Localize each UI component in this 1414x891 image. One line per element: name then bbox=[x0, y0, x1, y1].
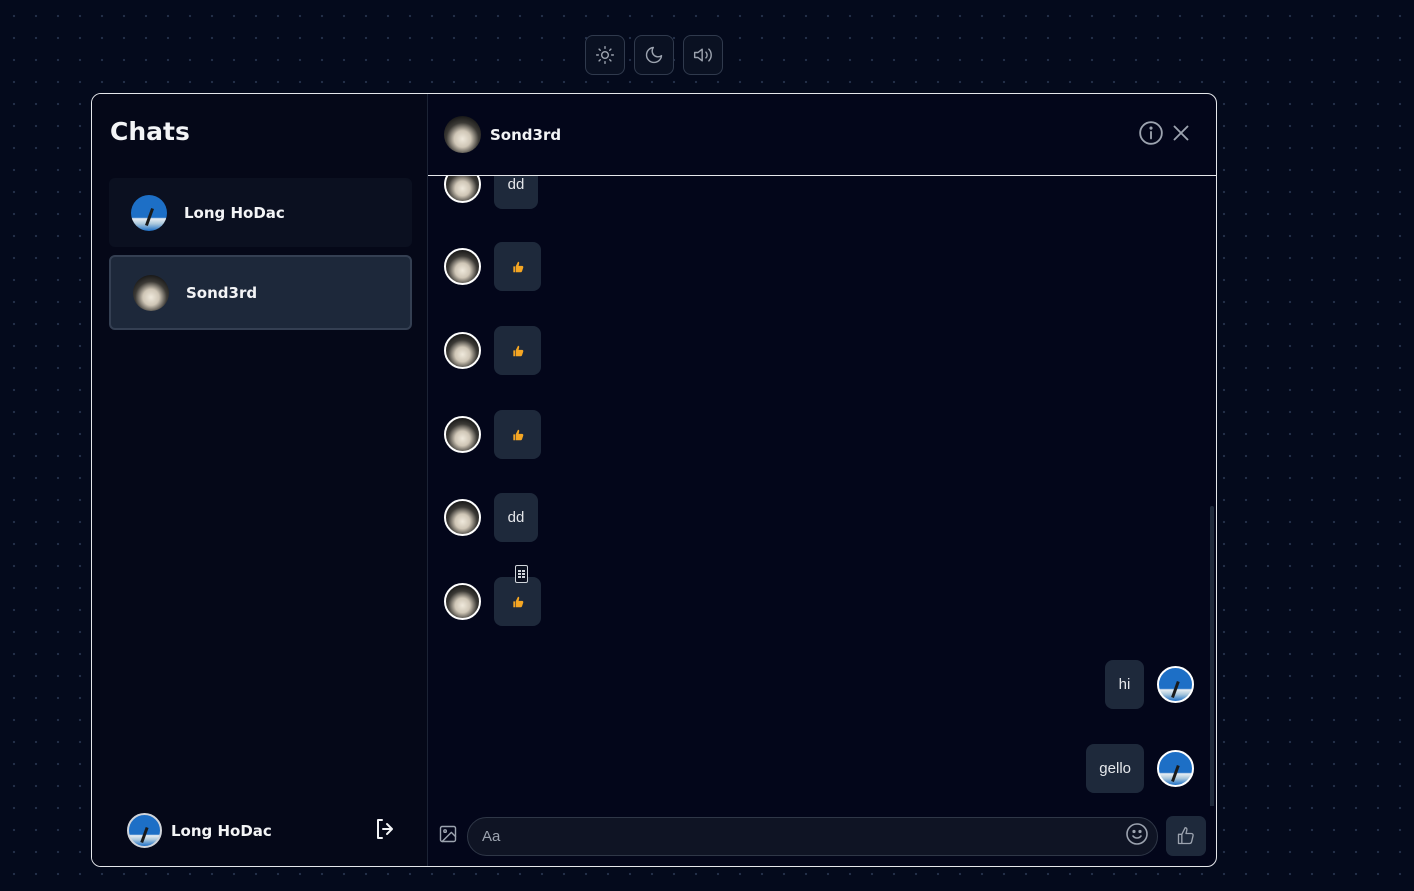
image-icon bbox=[439, 825, 457, 843]
message-incoming: dd bbox=[444, 493, 538, 542]
close-icon bbox=[1173, 125, 1189, 140]
sound-button[interactable] bbox=[683, 35, 723, 75]
sidebar-title: Chats bbox=[110, 117, 190, 146]
chat-item-sond3rd[interactable]: Sond3rd bbox=[109, 255, 412, 330]
thumbs-up-emoji-icon bbox=[512, 345, 523, 356]
thumbs-up-emoji-icon bbox=[512, 429, 523, 440]
sender-avatar bbox=[444, 176, 481, 203]
sidebar: Chats Long HoDac Sond3rd Long HoDac bbox=[92, 94, 428, 866]
message-bubble bbox=[494, 577, 541, 626]
info-icon bbox=[1139, 120, 1163, 145]
message-bubble: dd bbox=[494, 493, 538, 542]
avatar bbox=[131, 194, 167, 231]
sender-avatar bbox=[444, 499, 481, 536]
volume-icon bbox=[693, 48, 712, 62]
moon-icon bbox=[645, 46, 663, 64]
current-user-footer: Long HoDac bbox=[127, 813, 397, 848]
chat-item-long-hodac[interactable]: Long HoDac bbox=[109, 178, 412, 247]
chat-header: Sond3rd bbox=[428, 94, 1216, 176]
sender-avatar bbox=[1157, 666, 1194, 703]
message-input[interactable] bbox=[482, 827, 1125, 845]
sidebar-resize-handle[interactable] bbox=[515, 565, 528, 583]
message-composer bbox=[428, 806, 1216, 866]
sun-icon bbox=[595, 45, 615, 65]
message-list[interactable]: dd dd bbox=[428, 176, 1216, 806]
grip-icon bbox=[518, 570, 525, 578]
close-button[interactable] bbox=[1168, 120, 1194, 150]
message-incoming bbox=[444, 242, 541, 291]
thumbs-up-icon bbox=[1177, 827, 1194, 845]
chat-list: Long HoDac Sond3rd bbox=[109, 178, 412, 338]
message-input-wrapper bbox=[467, 816, 1158, 856]
attach-image-button[interactable] bbox=[438, 824, 458, 848]
light-mode-button[interactable] bbox=[585, 35, 625, 75]
message-outgoing: gello bbox=[1086, 744, 1194, 793]
sender-avatar bbox=[444, 583, 481, 620]
dark-mode-button[interactable] bbox=[634, 35, 674, 75]
message-incoming bbox=[444, 577, 541, 626]
thumbs-up-emoji-icon bbox=[512, 596, 523, 607]
message-bubble bbox=[494, 410, 541, 459]
thumbs-up-emoji-icon bbox=[512, 261, 523, 272]
current-user-avatar[interactable] bbox=[127, 813, 162, 848]
chat-window: Chats Long HoDac Sond3rd Long HoDac Sond… bbox=[91, 93, 1217, 867]
message-bubble: hi bbox=[1105, 660, 1144, 709]
message-outgoing: hi bbox=[1105, 660, 1194, 709]
current-user-name: Long HoDac bbox=[171, 821, 272, 840]
message-bubble bbox=[494, 242, 541, 291]
theme-controls bbox=[585, 35, 723, 75]
message-bubble: dd bbox=[494, 176, 538, 209]
logout-button[interactable] bbox=[373, 817, 397, 845]
chat-item-name: Long HoDac bbox=[184, 203, 285, 222]
contact-name: Sond3rd bbox=[490, 125, 562, 144]
sender-avatar bbox=[444, 416, 481, 453]
logout-icon bbox=[377, 818, 393, 839]
message-bubble bbox=[494, 326, 541, 375]
contact-avatar bbox=[444, 116, 481, 153]
info-button[interactable] bbox=[1138, 120, 1164, 150]
conversation-panel: Sond3rd dd bbox=[428, 94, 1216, 866]
chat-item-name: Sond3rd bbox=[186, 283, 258, 302]
avatar bbox=[133, 274, 169, 311]
emoji-button[interactable] bbox=[1125, 822, 1149, 850]
message-incoming: dd bbox=[444, 176, 538, 209]
message-scrollbar[interactable] bbox=[1210, 506, 1214, 806]
message-incoming bbox=[444, 410, 541, 459]
message-incoming bbox=[444, 326, 541, 375]
sender-avatar bbox=[1157, 750, 1194, 787]
smiley-icon bbox=[1126, 823, 1148, 845]
sender-avatar bbox=[444, 248, 481, 285]
message-bubble: gello bbox=[1086, 744, 1144, 793]
sender-avatar bbox=[444, 332, 481, 369]
header-actions bbox=[1138, 120, 1194, 150]
send-like-button[interactable] bbox=[1166, 816, 1206, 856]
